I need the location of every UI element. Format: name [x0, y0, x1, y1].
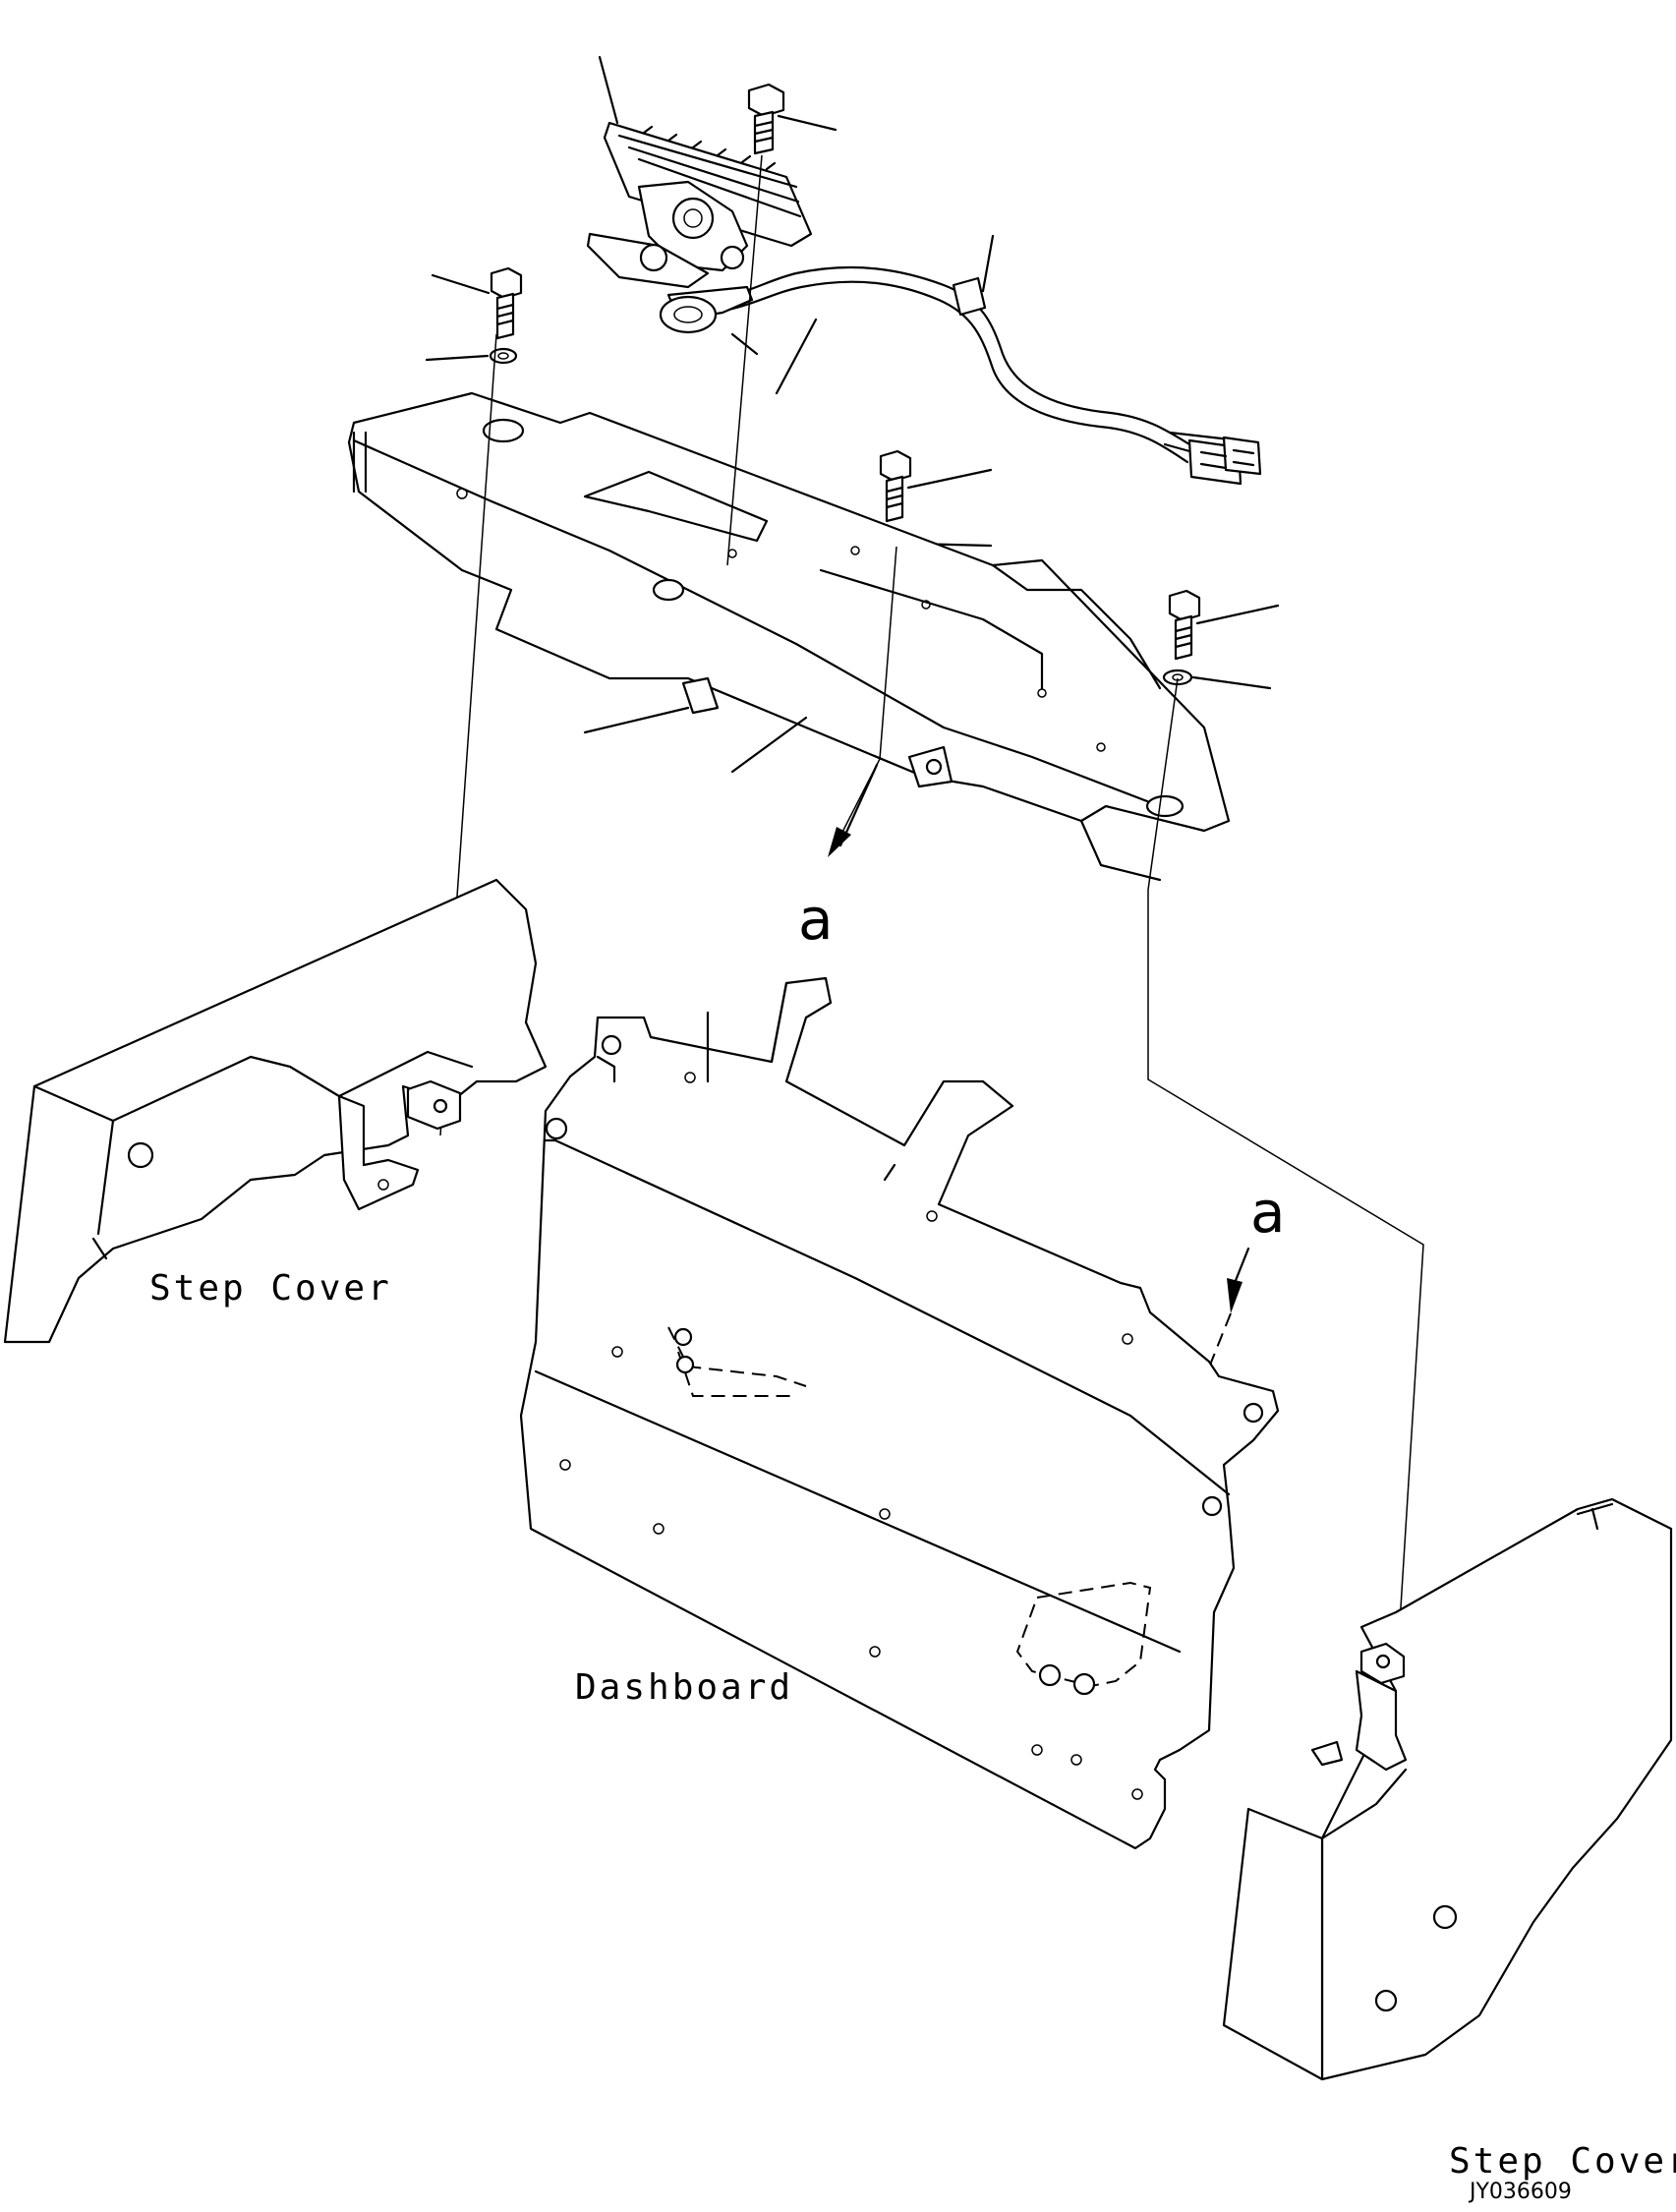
- washer-left: [425, 347, 518, 365]
- bolt-center: [879, 449, 993, 523]
- accelerator-pedal: [586, 55, 813, 289]
- reference-label-a-lower: a: [1250, 1179, 1286, 1246]
- wire-harness: [659, 234, 1262, 486]
- washer-right: [1162, 669, 1272, 690]
- bolt-right: [1168, 589, 1280, 661]
- reference-arrow-upper: a: [798, 763, 879, 953]
- step-cover-right: Step Cover: [1222, 1497, 1676, 2182]
- floor-plate: [347, 318, 1231, 882]
- reference-label-a-upper: a: [798, 886, 834, 953]
- dashboard-label: Dashboard: [575, 1667, 793, 1708]
- dashboard: Dashboard: [519, 976, 1280, 1850]
- step-cover-right-label: Step Cover: [1449, 2141, 1676, 2182]
- drawing-code: JY036609: [1468, 2180, 1572, 2204]
- bolt-pedal: [747, 83, 838, 155]
- step-cover-left-label: Step Cover: [149, 1268, 392, 1309]
- step-cover-left: Step Cover: [3, 878, 548, 1344]
- bolt-left: [431, 266, 523, 340]
